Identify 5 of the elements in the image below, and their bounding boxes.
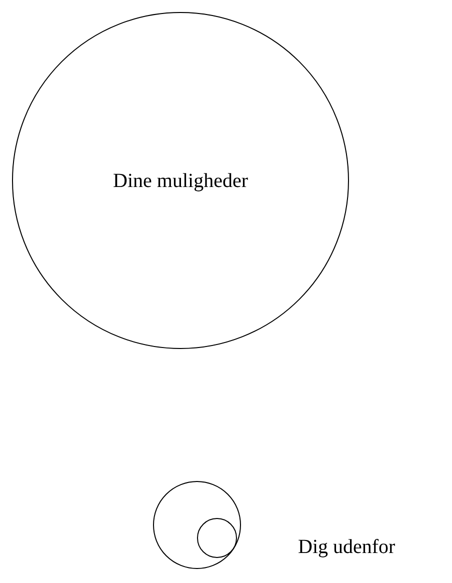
circle-label: Dine muligheder — [113, 168, 248, 194]
circle-outline — [197, 518, 237, 558]
circle-outline — [153, 481, 241, 569]
side-label: Dig udenfor — [298, 535, 396, 560]
circle-outline — [12, 12, 349, 349]
